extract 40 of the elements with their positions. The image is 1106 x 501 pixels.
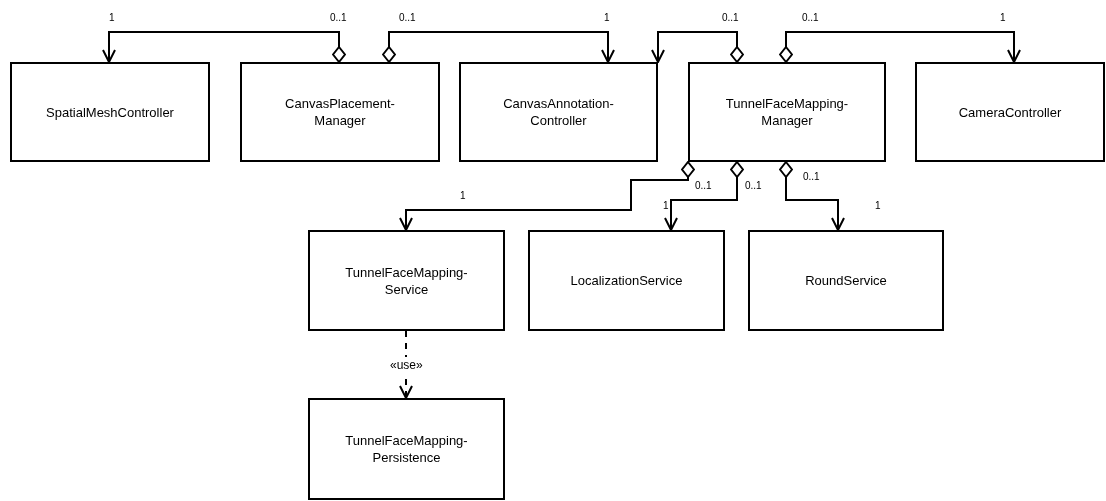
multiplicity-label: 0..1 bbox=[745, 180, 762, 192]
class-name: CanvasPlacement- Manager bbox=[284, 95, 396, 129]
multiplicity-label: 1 bbox=[604, 12, 610, 24]
multiplicity-label: 0..1 bbox=[330, 12, 347, 24]
class-box bbox=[459, 62, 658, 162]
class-name: LocalizationService bbox=[570, 272, 683, 289]
multiplicity-label: 1 bbox=[875, 200, 881, 212]
class-name: CameraController bbox=[958, 103, 1062, 121]
multiplicity-label: 0..1 bbox=[802, 12, 819, 24]
class-box bbox=[308, 398, 505, 500]
class-box bbox=[688, 62, 886, 162]
class-box bbox=[10, 62, 210, 162]
multiplicity-label: 0..1 bbox=[722, 12, 739, 24]
aggregation-arrow bbox=[399, 161, 695, 231]
class-name: TunnelFaceMapping- Persistence bbox=[344, 432, 469, 466]
multiplicity-label: 1 bbox=[460, 190, 466, 202]
class-name: SpatialMeshController bbox=[46, 103, 174, 121]
class-name: RoundService bbox=[805, 272, 887, 289]
aggregation-arrow bbox=[102, 31, 346, 63]
aggregation-arrow bbox=[779, 31, 1021, 63]
edge-label: «use» bbox=[390, 356, 423, 373]
aggregation-arrow bbox=[779, 161, 845, 231]
class-box bbox=[240, 62, 440, 162]
multiplicity-label: 1 bbox=[1000, 12, 1006, 24]
dependency-arrow bbox=[399, 330, 413, 399]
multiplicity-label: 0..1 bbox=[399, 12, 416, 24]
class-box bbox=[915, 62, 1105, 162]
class-name: TunnelFaceMapping- Manager bbox=[724, 95, 850, 129]
multiplicity-label: 0..1 bbox=[695, 180, 712, 192]
class-name: TunnelFaceMapping- Service bbox=[344, 263, 469, 298]
aggregation-arrow bbox=[382, 31, 615, 63]
multiplicity-label: 1 bbox=[109, 12, 115, 24]
class-name: CanvasAnnotation- Controller bbox=[502, 95, 615, 129]
class-box bbox=[528, 230, 725, 331]
multiplicity-label: 1 bbox=[663, 200, 669, 212]
aggregation-arrow bbox=[651, 31, 744, 63]
multiplicity-label: 0..1 bbox=[803, 171, 820, 183]
class-box bbox=[308, 230, 505, 331]
aggregation-arrow bbox=[664, 161, 744, 231]
class-box bbox=[748, 230, 944, 331]
